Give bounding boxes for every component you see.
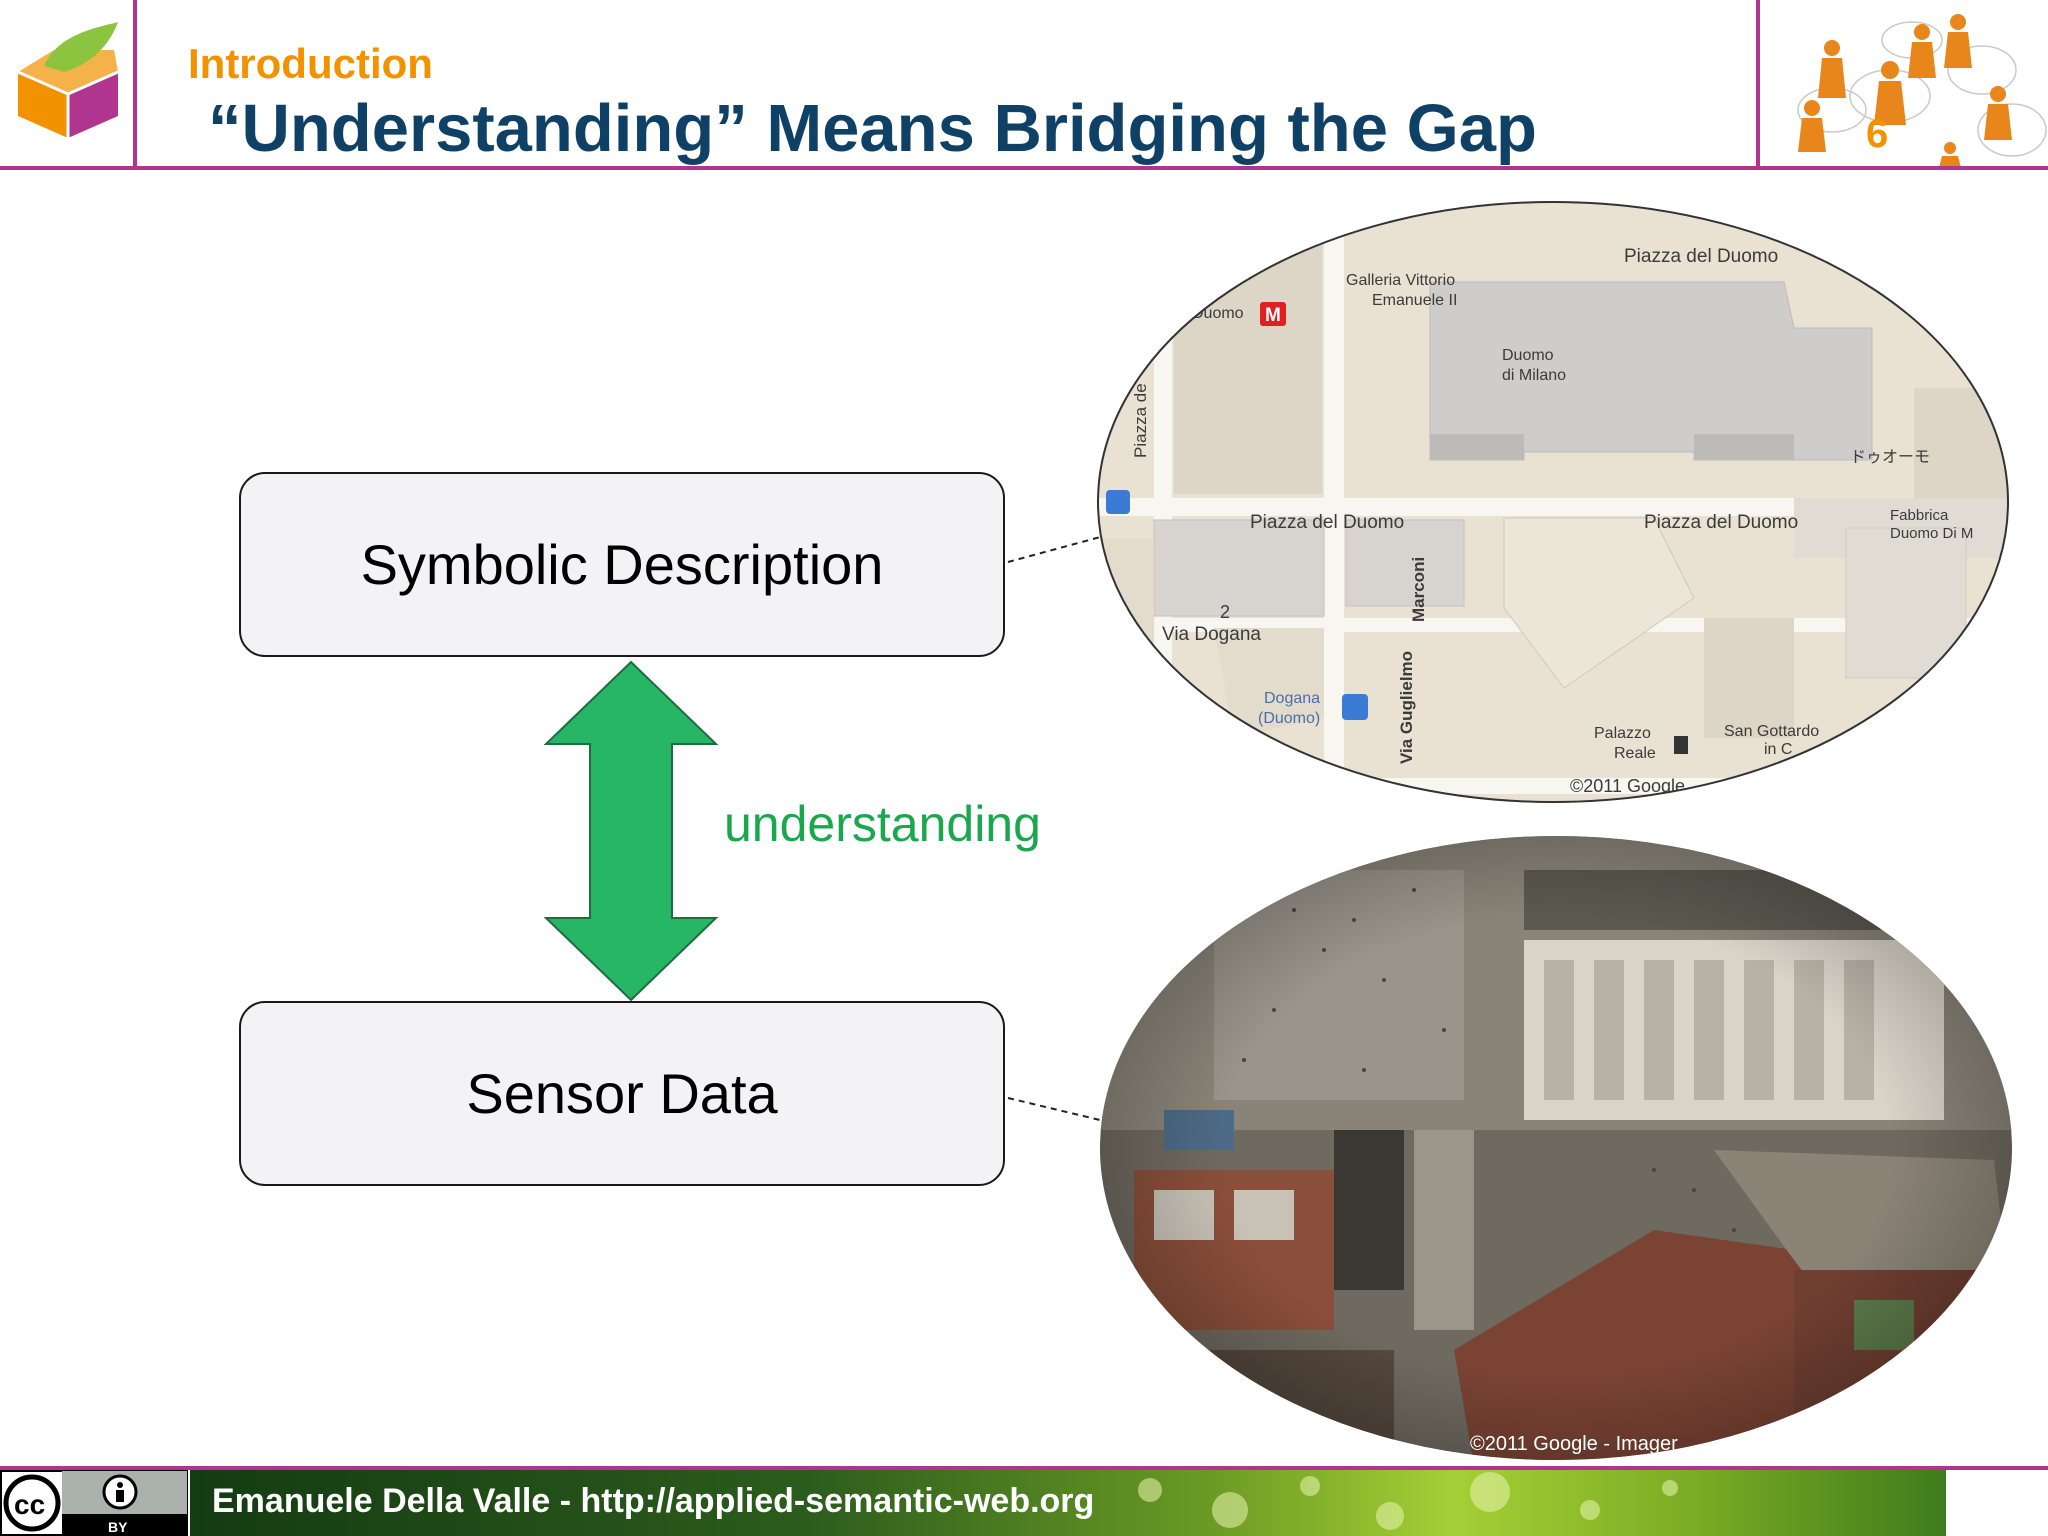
map-label-fabbrica-2: Duomo Di M xyxy=(1890,525,1973,542)
map-label-galleria-1: Galleria Vittorio xyxy=(1346,272,1455,289)
satellite-copyright: ©2011 Google - Imager xyxy=(1470,1433,1678,1455)
header-divider-left xyxy=(133,0,137,170)
bus-stop-icon-left xyxy=(1106,490,1130,514)
page-number: 6 xyxy=(1866,112,1889,156)
slide-title: “Understanding” Means Bridging the Gap xyxy=(208,91,1537,166)
map-label-japanese: ドゥオーモ xyxy=(1850,449,1930,466)
map-label-san-gottardo-1: San Gottardo xyxy=(1724,723,1819,740)
map-label-galleria-2: Emanuele II xyxy=(1372,292,1457,309)
double-arrow-icon xyxy=(543,660,719,1002)
map-label-palazzo-1: Palazzo xyxy=(1594,725,1651,742)
map-label-dogana-2: (Duomo) xyxy=(1258,710,1320,727)
museum-icon xyxy=(1674,736,1688,754)
footer-bokeh-decoration xyxy=(1138,1472,1678,1530)
map-label-piazza-duomo-top: Piazza del Duomo xyxy=(1624,246,1778,267)
map-label-fabbrica-1: Fabbrica xyxy=(1890,507,1949,524)
footer-banner: Emanuele Della Valle - http://applied-se… xyxy=(190,1470,1946,1536)
symbolic-description-box: Symbolic Description xyxy=(239,472,1005,657)
satellite-image: ©2011 Google - Imager xyxy=(1100,836,2012,1460)
cube-logo-icon xyxy=(17,22,119,138)
people-network-icon xyxy=(1797,14,2047,166)
map-label-marconi: Marconi xyxy=(1409,557,1428,622)
map-label-number-2: 2 xyxy=(1220,602,1230,622)
understanding-label: understanding xyxy=(724,796,1041,852)
cc-badge-label: cc xyxy=(14,1489,45,1520)
map-label-duomo-milano-1: Duomo xyxy=(1502,347,1554,364)
map-label-san-gottardo-2: in C xyxy=(1764,741,1792,758)
map-label-piazza-duomo-left: Piazza del Duomo xyxy=(1250,512,1404,533)
creative-commons-by-icon: cc BY xyxy=(0,1470,188,1536)
dashed-connectors xyxy=(1007,535,1105,1121)
footer-author-text: Emanuele Della Valle - http://applied-se… xyxy=(212,1482,1095,1520)
map-label-piazza-duomo-right: Piazza del Duomo xyxy=(1644,512,1798,533)
header-rule xyxy=(0,166,2048,170)
footer-rule xyxy=(0,1466,2048,1470)
metro-icon xyxy=(1260,302,1286,326)
map-label-duomo-milano-2: di Milano xyxy=(1502,367,1566,384)
bus-stop-icon xyxy=(1342,694,1368,720)
map-label-palazzo-2: Reale xyxy=(1614,745,1656,762)
metro-icon-label: M xyxy=(1265,305,1281,326)
by-badge-label: BY xyxy=(108,1519,128,1535)
map-copyright: ©2011 Google xyxy=(1570,776,1685,796)
section-label: Introduction xyxy=(188,40,433,87)
street-map-image: Piazza del Duomo Galleria Vittorio Emanu… xyxy=(1097,201,2009,803)
map-label-dogana-1: Dogana xyxy=(1264,690,1320,707)
sensor-data-box: Sensor Data xyxy=(239,1001,1005,1186)
header-divider-right xyxy=(1756,0,1760,170)
map-label-piazza-vertical: Piazza de xyxy=(1131,383,1150,458)
map-label-via-dogana: Via Dogana xyxy=(1162,624,1261,645)
map-label-via-guglielmo: Via Guglielmo xyxy=(1397,651,1416,764)
